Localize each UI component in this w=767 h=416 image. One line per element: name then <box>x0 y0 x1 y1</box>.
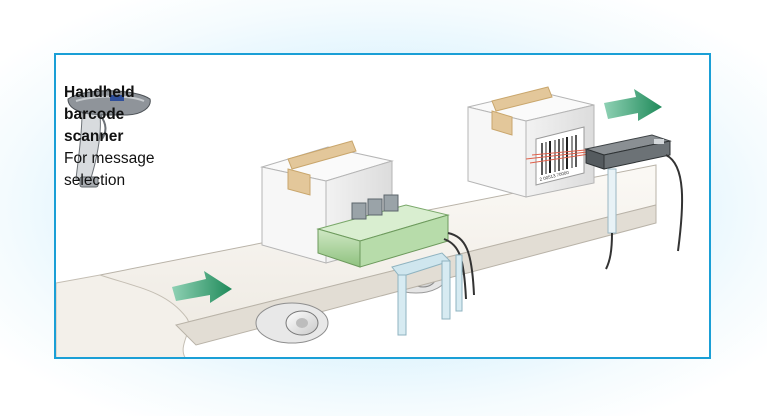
caption-subtitle-line2: selection <box>64 172 126 189</box>
package-box-right: 2 00513 70000 <box>467 86 597 198</box>
conveyor-diagram: 2 00513 70000 <box>56 86 684 357</box>
handheld-scanner-icon <box>67 90 151 188</box>
caption-title-line3: scanner <box>64 128 124 145</box>
barcode-label: 2 00513 70000 <box>535 126 585 186</box>
caption-title-line2: barcode <box>64 106 125 123</box>
printhead-stand <box>391 252 463 336</box>
fixed-scanner-icon <box>584 134 684 270</box>
printhead-icon <box>316 194 475 300</box>
diagram-frame: 2 00513 70000 <box>54 53 711 359</box>
scan-laser <box>525 148 597 164</box>
conveyor-roller-front <box>255 302 329 344</box>
scanner-caption: Handheld barcode scanner For message sel… <box>64 82 214 192</box>
direction-arrow-icon <box>172 89 662 303</box>
caption-subtitle-line1: For message <box>64 150 155 167</box>
caption-title-line1: Handheld <box>64 84 135 101</box>
